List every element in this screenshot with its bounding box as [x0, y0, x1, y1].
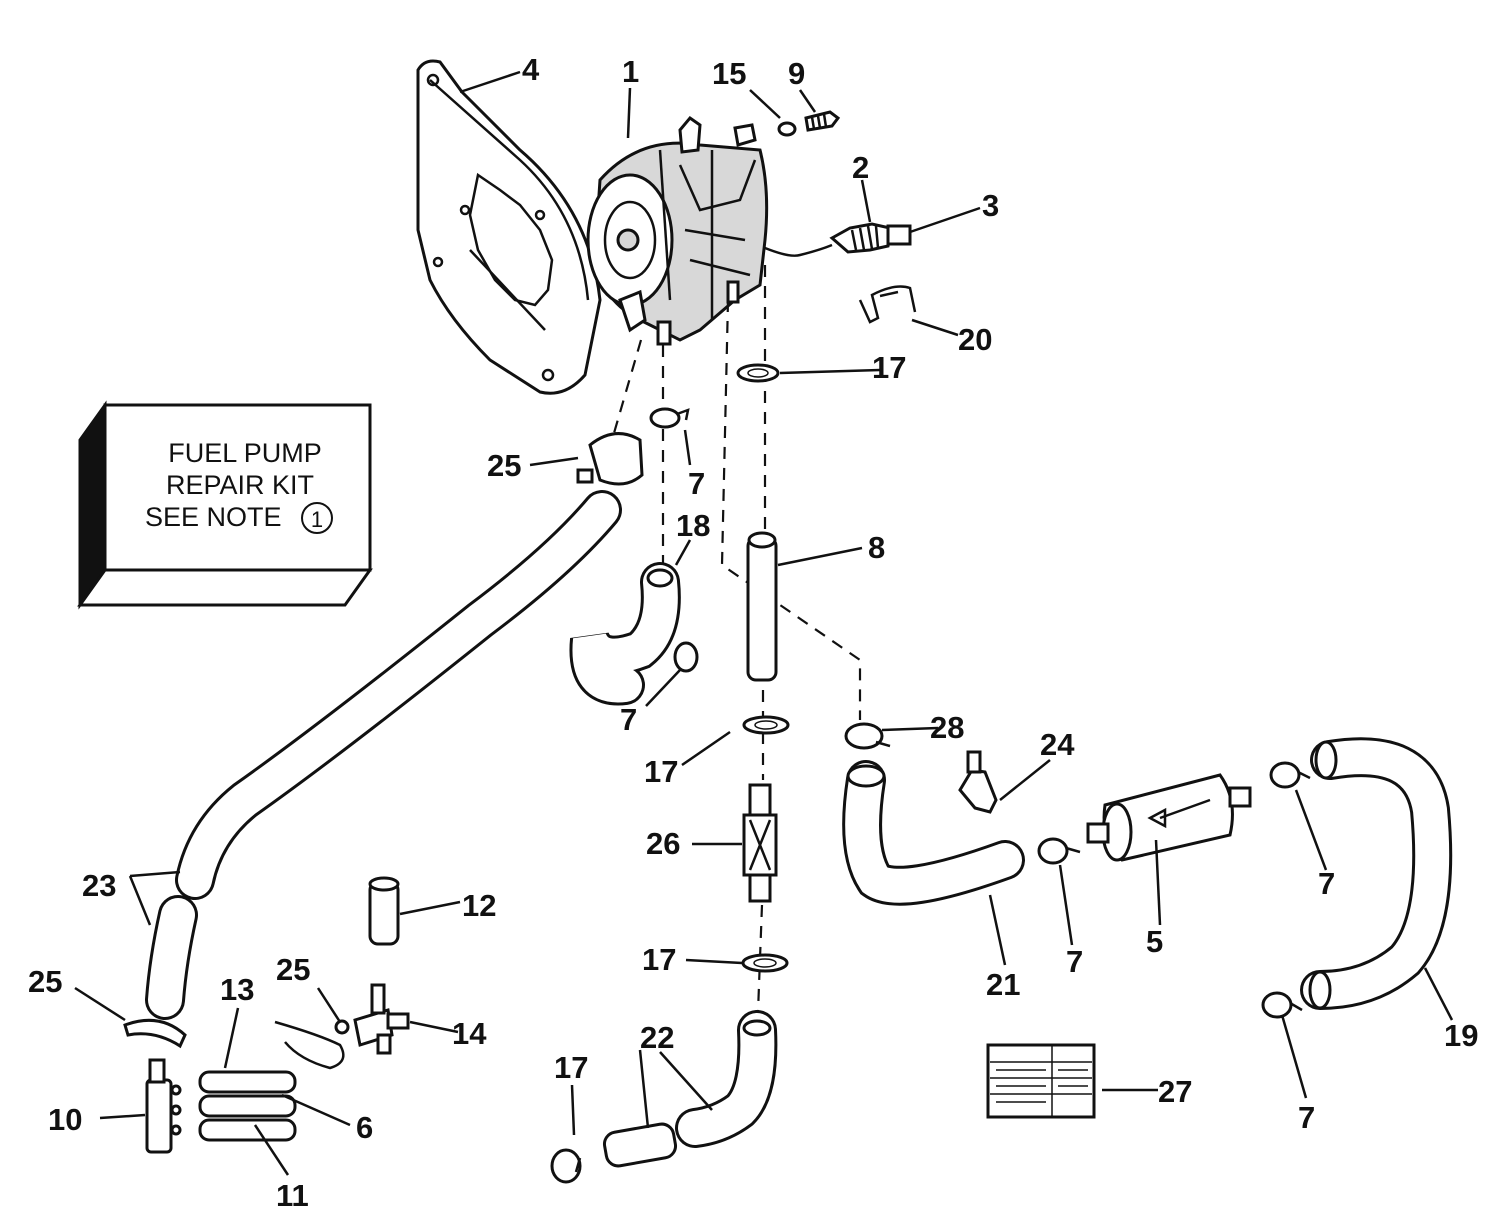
callout-21: 21: [986, 967, 1020, 1002]
callout-28: 28: [930, 710, 964, 745]
callout-7-upper: 7: [688, 466, 705, 501]
callout-19: 19: [1444, 1018, 1478, 1053]
callout-24: 24: [1040, 727, 1075, 762]
callout-22: 22: [640, 1020, 674, 1055]
long-fuel-hose: [145, 490, 622, 1020]
sensor-assembly: [829, 222, 912, 254]
callout-25-mid: 25: [276, 952, 310, 987]
callout-13: 13: [220, 972, 254, 1007]
fuel-strainer: [742, 783, 778, 903]
hose-18: [569, 562, 681, 706]
note-circle: [301, 502, 333, 534]
callout-26: 26: [646, 826, 680, 861]
callout-23: 23: [82, 868, 116, 903]
callout-11: 11: [276, 1178, 309, 1212]
hose-19: [1300, 737, 1453, 1010]
note-number: 1: [311, 507, 323, 532]
callout-2: 2: [852, 150, 869, 185]
callout-17-bottom: 17: [554, 1050, 588, 1085]
callout-25-left: 25: [28, 964, 62, 999]
callout-7-right: 7: [1318, 866, 1335, 901]
callout-6: 6: [356, 1110, 373, 1145]
callout-12: 12: [462, 888, 496, 923]
repair-kit-box: FUEL PUMP REPAIR KIT SEE NOTE 1: [77, 400, 373, 610]
callout-4: 4: [522, 52, 540, 87]
small-fittings: [123, 876, 410, 1154]
washer-and-screw: [777, 110, 841, 137]
kit-line-1: FUEL PUMP: [168, 438, 322, 468]
hose-21: [842, 760, 1025, 906]
callout-1: 1: [622, 54, 639, 89]
callout-10: 10: [48, 1102, 82, 1137]
elbow-fitting: [576, 432, 644, 486]
callout-7-filter: 7: [1066, 944, 1083, 979]
leader-lines: [74, 70, 1454, 1176]
fuel-filter: [1086, 773, 1252, 862]
connector-24: [958, 750, 998, 814]
callout-17-low: 17: [642, 942, 676, 977]
callout-8: 8: [868, 530, 885, 565]
callout-5: 5: [1146, 924, 1163, 959]
callout-25-top: 25: [487, 448, 521, 483]
hose-22: [602, 1010, 778, 1168]
callout-27: 27: [1158, 1074, 1192, 1109]
callout-17-top: 17: [872, 350, 906, 385]
callout-20: 20: [958, 322, 992, 357]
callout-9: 9: [788, 56, 805, 91]
hose-8: [746, 531, 778, 682]
callout-7-mid: 7: [620, 702, 637, 737]
assembly-lines: [610, 265, 862, 1013]
retaining-clip: [858, 285, 917, 324]
callout-3: 3: [982, 188, 999, 223]
callout-18: 18: [676, 508, 710, 543]
mounting-plate: [416, 59, 602, 395]
callout-numbers: 4 1 15 9 2 3 20 17 25 7 18 8 7 28 24 17 …: [28, 52, 1478, 1212]
callout-7-bottom-right: 7: [1298, 1100, 1315, 1135]
callout-17-mid: 17: [644, 754, 678, 789]
fuel-pump: [586, 115, 833, 346]
kit-line-3: SEE NOTE: [145, 502, 282, 532]
decal-27: [986, 1043, 1096, 1119]
callout-14: 14: [452, 1016, 487, 1051]
kit-line-2: REPAIR KIT: [166, 470, 314, 500]
hose-clamps: [550, 363, 1311, 1184]
callout-15: 15: [712, 56, 746, 91]
